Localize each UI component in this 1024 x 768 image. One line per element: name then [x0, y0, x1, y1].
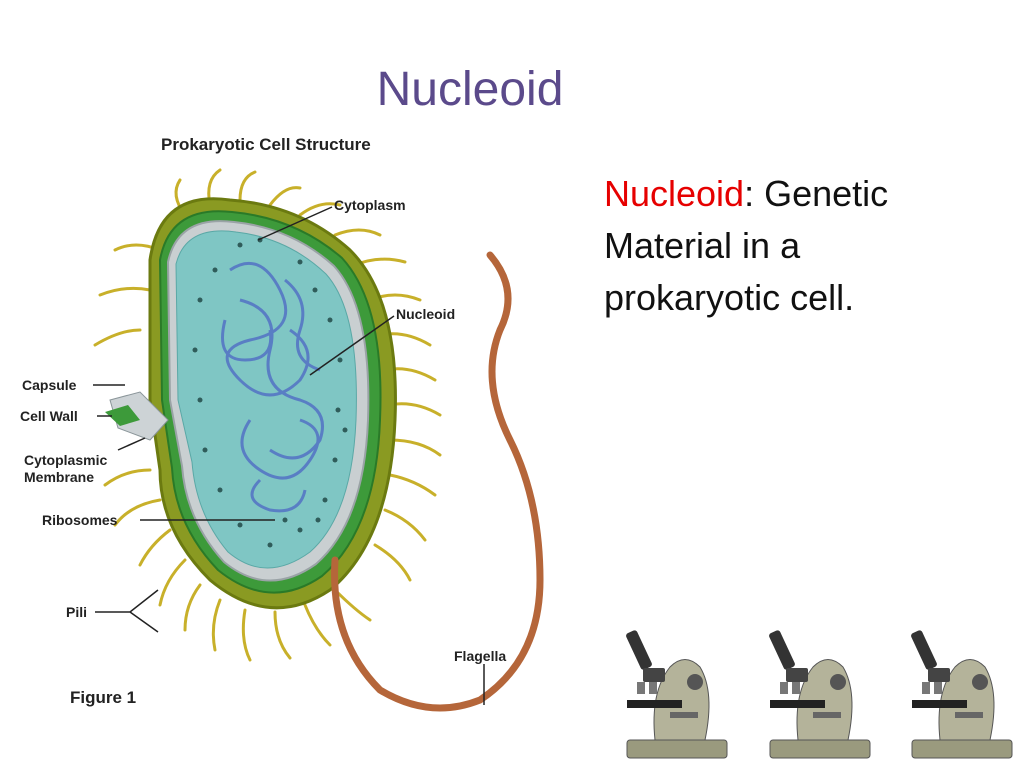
label-cytoplasmic: Cytoplasmic	[24, 452, 108, 468]
ribosome-dots	[192, 237, 348, 548]
nucleoid-dna	[221, 261, 324, 513]
label-capsule: Capsule	[22, 377, 77, 393]
label-cytoplasm: Cytoplasm	[334, 197, 406, 213]
label-cell-wall: Cell Wall	[20, 408, 78, 424]
flagellum	[331, 251, 544, 712]
label-nucleoid: Nucleoid	[396, 306, 456, 322]
microscope-icon	[769, 630, 871, 759]
leader-lines	[93, 206, 485, 705]
prokaryotic-cell-figure: Prokaryotic Cell Structure	[20, 135, 544, 712]
figure-title: Prokaryotic Cell Structure	[161, 135, 371, 154]
definition-term: Nucleoid	[604, 173, 745, 214]
label-membrane: Membrane	[24, 469, 95, 485]
slide-title: Nucleoid	[376, 63, 564, 116]
definition-body: : Genetic Material in a prokaryotic cell…	[604, 173, 889, 318]
microscope-icon	[911, 630, 1013, 759]
cell-diagram	[93, 168, 544, 712]
label-pili: Pili	[66, 604, 88, 620]
definition-text: Nucleoid: Genetic Material in a prokaryo…	[604, 168, 964, 324]
label-ribosomes: Ribosomes	[42, 512, 118, 528]
cutaway-wall	[105, 405, 140, 426]
figure-caption: Figure 1	[70, 688, 137, 707]
cytoplasm-region	[175, 230, 357, 569]
label-flagella: Flagella	[454, 648, 507, 664]
cutaway-flap	[109, 391, 169, 441]
microscope-icon	[626, 630, 728, 759]
